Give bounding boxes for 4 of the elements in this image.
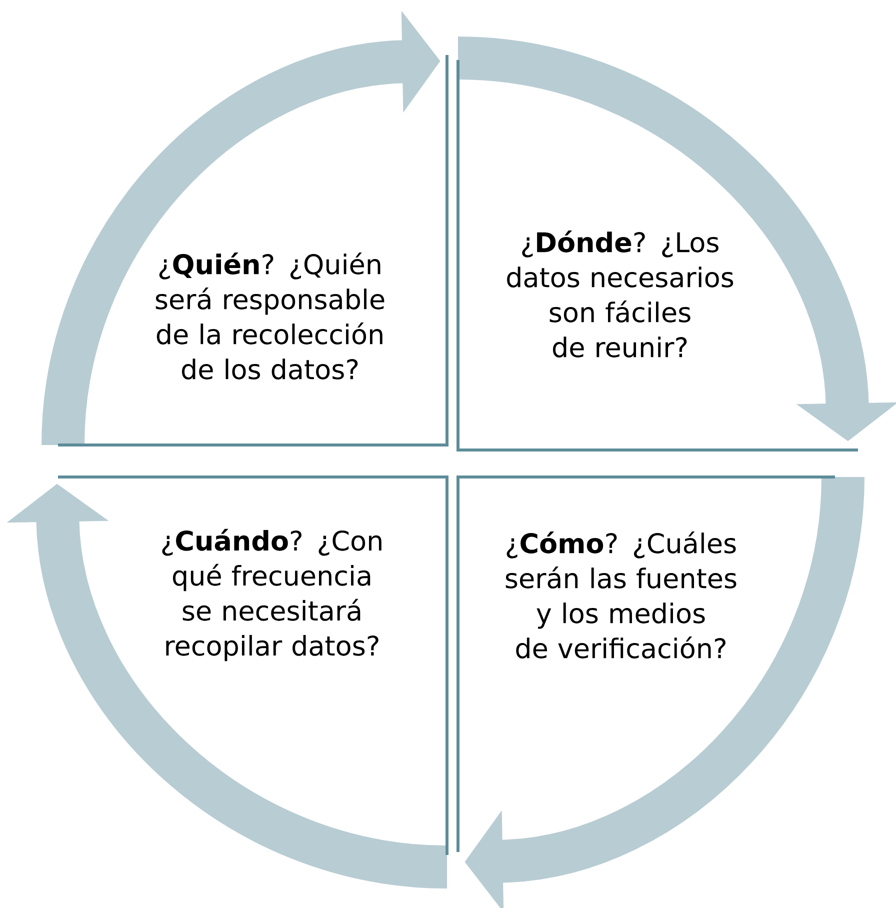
node-label: ¿Quién? ¿Quién será responsable de la recolección de los datos?: [156, 252, 384, 380]
node-label: ¿Cuándo? ¿Con qué frecuencia se necesitará recopilar datos?: [162, 528, 382, 662]
node-label: ¿Cómo? ¿Cuáles serán las fuentes y los medios de verificación?: [506, 532, 736, 658]
node-label: ¿Dónde? ¿Los datos necesarios son fáciles de reunir?: [507, 230, 734, 358]
